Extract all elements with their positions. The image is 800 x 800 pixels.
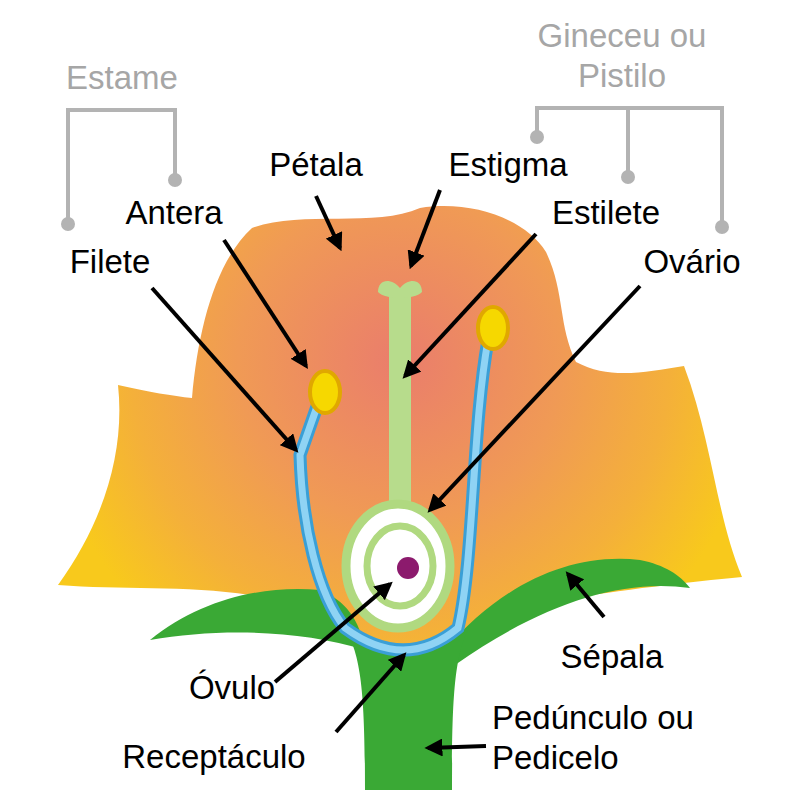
anther-shape (478, 307, 508, 349)
part-label: Estilete (552, 193, 660, 233)
part-label: Óvulo (189, 668, 275, 708)
part-label: Gineceu ou Pistilo (517, 16, 727, 96)
part-label: Pedúnculo ou Pedicelo (492, 698, 727, 778)
part-label: Filete (70, 242, 151, 282)
stigma-shape (378, 281, 422, 298)
part-label: Estame (66, 58, 178, 98)
ovule-dot (397, 557, 419, 579)
style-shape (389, 292, 411, 517)
part-label: Estigma (448, 145, 567, 185)
part-label: Pétala (269, 145, 363, 185)
part-label: Antera (125, 193, 222, 233)
part-label: Ovário (643, 242, 740, 282)
part-label: Receptáculo (122, 737, 305, 777)
part-label: Sépala (561, 637, 664, 677)
anther-shape (310, 371, 340, 413)
bracket-dot (61, 130, 729, 234)
